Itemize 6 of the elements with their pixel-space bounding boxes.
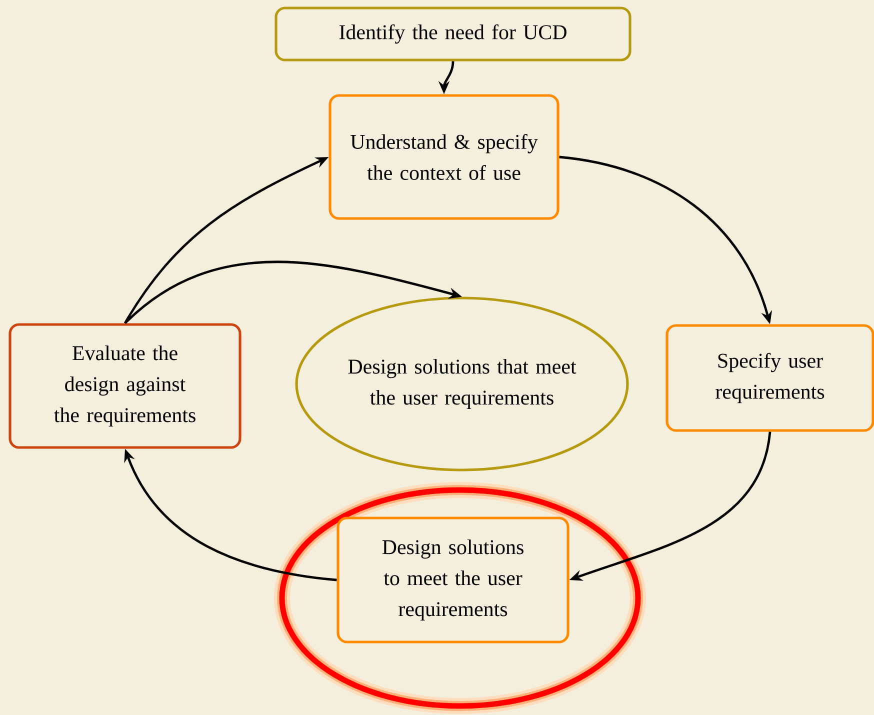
process-box: Design solutions to meet the user requirements [336,516,570,644]
process-box: Evaluate the design against the requirements [8,323,242,449]
ellipse-node: Design solutions that meet the user requirements [295,296,629,472]
process-box: Identify the need for UCD [274,6,632,62]
process-box: Understand & specify the context of use [328,94,560,220]
process-box: Specify user requirements [666,324,874,432]
